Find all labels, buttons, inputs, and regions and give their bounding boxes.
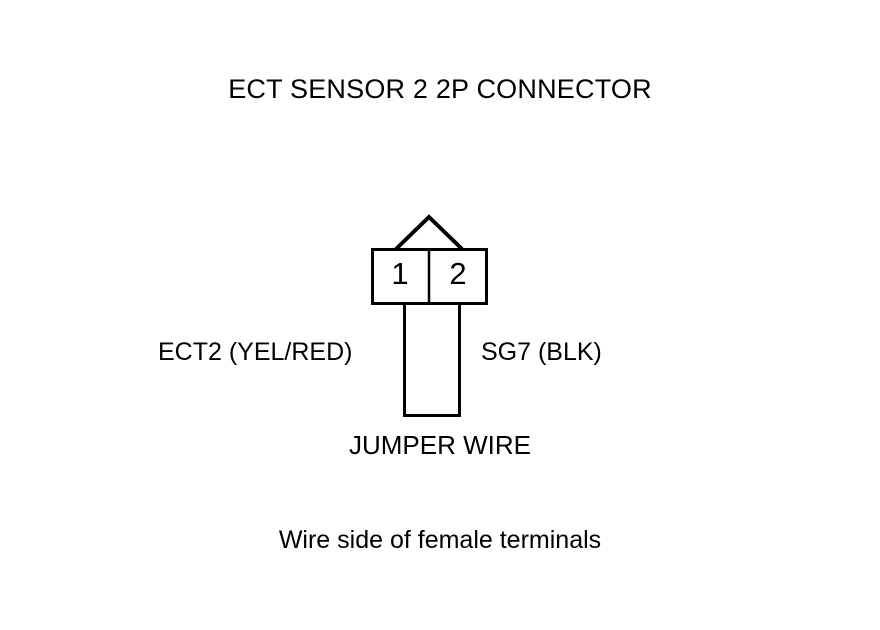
terminal-number-1: 1 [391,256,409,291]
terminal-number-2: 2 [449,256,467,291]
wire-label-ect2: ECT2 (YEL/RED) [158,338,353,366]
wire-label-sg7: SG7 (BLK) [481,338,602,366]
jumper-wire-path [403,304,461,417]
diagram-title: ECT SENSOR 2 2P CONNECTOR [228,74,652,104]
diagram-caption: Wire side of female terminals [278,526,602,554]
locking-tab-icon [394,214,464,251]
jumper-wire-label: JUMPER WIRE [349,430,531,460]
